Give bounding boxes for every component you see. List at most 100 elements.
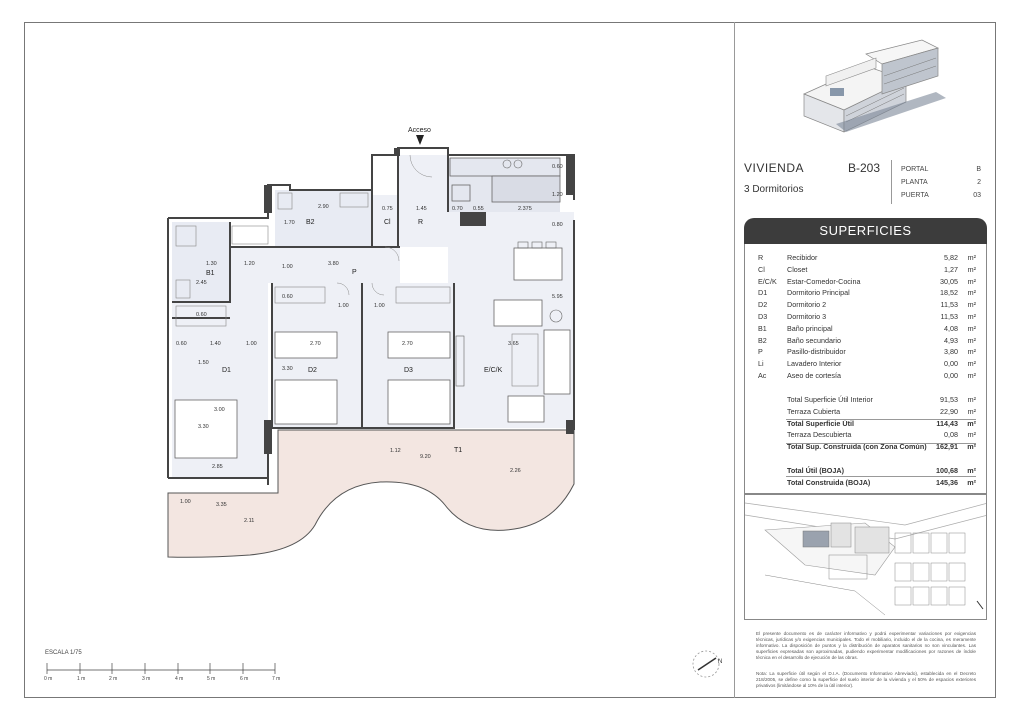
room-value: 11,53 xyxy=(940,300,958,310)
room-code: Cl xyxy=(758,264,765,274)
total-unit: m² xyxy=(967,395,976,404)
room-value: 5,82 xyxy=(944,253,958,262)
scale-tick: 7 m xyxy=(272,676,281,682)
vivienda-code: B-203 xyxy=(848,161,881,175)
svg-text:2.11: 2.11 xyxy=(244,518,254,524)
total-unit: m² xyxy=(967,418,976,428)
room-code: Ac xyxy=(758,371,767,380)
svg-text:0.80: 0.80 xyxy=(552,222,563,228)
total-value: 162,91 xyxy=(936,442,958,452)
boja-name: Total Útil (BOJA) xyxy=(787,466,844,475)
svg-text:2.70: 2.70 xyxy=(310,341,321,347)
superficie-row: D2 Dormitorio 2 11,53 m² xyxy=(758,300,976,310)
room-label-b1: B1 xyxy=(206,270,215,277)
room-code: B2 xyxy=(758,335,767,345)
room-code: D1 xyxy=(758,288,768,298)
room-label-eck: E/C/K xyxy=(484,367,503,374)
scale-tick: 2 m xyxy=(109,676,118,682)
room-code: B1 xyxy=(758,323,767,333)
room-name: Estar-Comedor-Cocina xyxy=(787,276,861,286)
total-name: Terraza Descubierta xyxy=(787,430,852,440)
puerta-value: 03 xyxy=(973,192,981,199)
superficies-title: SUPERFICIES xyxy=(744,218,987,244)
room-cl-fill xyxy=(372,195,398,247)
room-unit: m² xyxy=(967,335,976,345)
puerta-label: PUERTA xyxy=(901,192,929,199)
boja-unit: m² xyxy=(967,466,976,475)
room-label-d1: D1 xyxy=(222,367,231,374)
header-divider xyxy=(891,160,892,204)
room-unit: m² xyxy=(967,323,976,333)
room-code: D2 xyxy=(758,300,768,310)
svg-text:1.00: 1.00 xyxy=(374,303,385,309)
room-value: 0,00 xyxy=(944,359,958,369)
room-code: E/C/K xyxy=(758,276,777,286)
room-label-d3: D3 xyxy=(404,367,413,374)
svg-text:0.60: 0.60 xyxy=(552,164,563,170)
scale-tick: 0 m xyxy=(44,676,53,682)
room-p-fill xyxy=(230,247,400,283)
dimension-labels: 2.90 1.70 0.75 1.45 0.70 0.55 2.375 0.60… xyxy=(176,164,563,524)
panel-divider xyxy=(734,22,735,698)
total-name: Terraza Cubierta xyxy=(787,406,841,416)
room-name: Pasillo-distribuidor xyxy=(787,347,846,357)
svg-text:0.60: 0.60 xyxy=(176,341,187,347)
room-value: 30,05 xyxy=(940,276,958,286)
room-label-d2: D2 xyxy=(308,367,317,374)
svg-text:1.00: 1.00 xyxy=(180,499,191,505)
scale-tick: 5 m xyxy=(207,676,216,682)
svg-text:1.30: 1.30 xyxy=(206,261,217,267)
svg-text:5.95: 5.95 xyxy=(552,294,563,300)
building-render-image xyxy=(803,39,946,133)
room-name: Aseo de cortesía xyxy=(787,371,841,380)
room-b1-fill xyxy=(172,222,230,302)
floor-plan: Acceso B1 B2 Cl R P D1 D2 D3 E/C/K T1 2.… xyxy=(46,127,722,678)
svg-text:3.80: 3.80 xyxy=(328,261,339,267)
room-code: P xyxy=(758,347,763,357)
room-unit: m² xyxy=(967,359,976,369)
total-name: Total Superficie Útil Interior xyxy=(787,395,873,404)
svg-text:1.50: 1.50 xyxy=(198,360,209,366)
svg-text:2.70: 2.70 xyxy=(402,341,413,347)
terrace-area xyxy=(167,429,575,558)
superficies-table xyxy=(744,244,987,494)
scale-label: ESCALA 1/75 xyxy=(45,650,82,656)
svg-text:3.30: 3.30 xyxy=(198,424,209,430)
room-name: Dormitorio 2 xyxy=(787,300,827,310)
svg-text:0.60: 0.60 xyxy=(282,294,293,300)
portal-label: PORTAL xyxy=(901,166,929,173)
room-name: Lavadero Interior xyxy=(787,359,842,369)
room-label-r: R xyxy=(418,219,423,226)
total-row: Terraza Descubierta 0,08 m² xyxy=(758,430,976,440)
room-name: Baño secundario xyxy=(787,335,841,345)
table-divider xyxy=(786,476,976,477)
site-location-map xyxy=(744,494,987,620)
vivienda-label: VIVIENDA xyxy=(744,161,805,175)
total-value: 0,08 xyxy=(944,430,958,440)
room-value: 18,52 xyxy=(940,288,958,298)
room-label-t1: T1 xyxy=(454,447,462,454)
room-unit: m² xyxy=(967,300,976,310)
room-value: 0,00 xyxy=(944,371,958,380)
svg-text:1.70: 1.70 xyxy=(284,220,295,226)
portal-value: B xyxy=(976,166,981,173)
planta-value: 2 xyxy=(977,179,981,186)
room-label-p: P xyxy=(352,269,357,276)
total-row: Total Sup. Construida (con Zona Común)16… xyxy=(758,442,976,452)
svg-text:1.00: 1.00 xyxy=(282,264,293,270)
footnote-superficie: Nota: La superficie útil según el D.I.A.… xyxy=(756,671,976,688)
room-r-fill xyxy=(398,155,448,247)
svg-text:3.30: 3.30 xyxy=(282,366,293,372)
total-unit: m² xyxy=(967,430,976,440)
svg-text:9.20: 9.20 xyxy=(420,454,431,460)
room-unit: m² xyxy=(967,371,976,380)
total-value: 114,43 xyxy=(936,418,958,428)
